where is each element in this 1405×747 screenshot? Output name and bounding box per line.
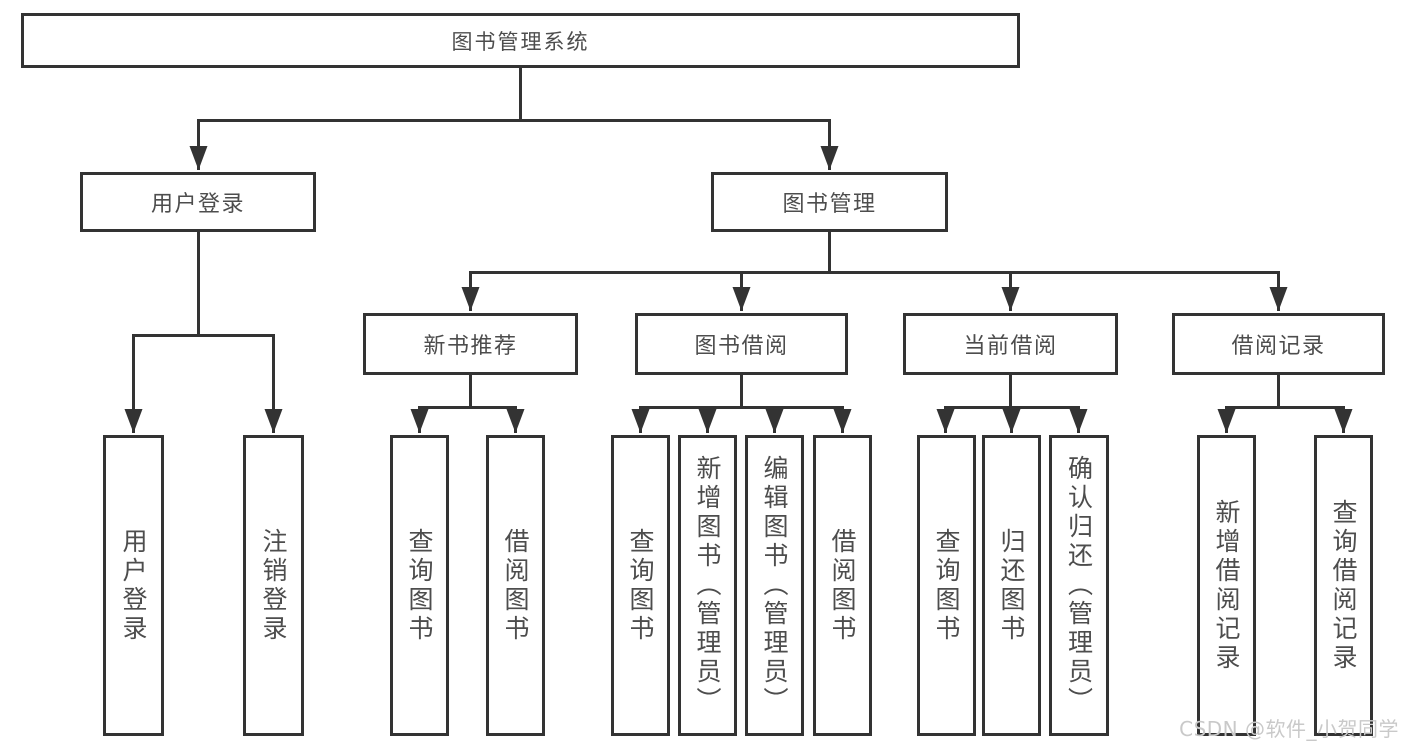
leaf-query-books-borrowing: 查询图书 xyxy=(611,435,670,736)
node-borrowing-records: 借阅记录 xyxy=(1172,313,1385,375)
node-new-book-recommend: 新书推荐 xyxy=(363,313,578,375)
leaf-edit-books-admin-label: 编辑图书（管理员） xyxy=(760,455,789,716)
leaf-add-books-admin: 新增图书（管理员） xyxy=(678,435,737,736)
leaf-return-books-label: 归还图书 xyxy=(997,527,1026,644)
leaf-borrow-books-borrowing: 借阅图书 xyxy=(813,435,872,736)
leaf-edit-books-admin: 编辑图书（管理员） xyxy=(745,435,804,736)
leaf-add-borrow-record-label: 新增借阅记录 xyxy=(1212,498,1241,673)
leaf-query-borrow-record-label: 查询借阅记录 xyxy=(1329,498,1358,673)
leaf-query-books-current: 查询图书 xyxy=(917,435,976,736)
node-root: 图书管理系统 xyxy=(21,13,1020,68)
leaf-query-books-borrowing-label: 查询图书 xyxy=(626,527,655,644)
leaf-query-borrow-record: 查询借阅记录 xyxy=(1314,435,1373,736)
leaf-add-borrow-record: 新增借阅记录 xyxy=(1197,435,1256,736)
csdn-watermark: CSDN @软件_小贺同学 xyxy=(1179,717,1399,741)
leaf-add-books-admin-label: 新增图书（管理员） xyxy=(693,455,722,716)
node-book-borrowing: 图书借阅 xyxy=(635,313,848,375)
leaf-user-login: 用户登录 xyxy=(103,435,164,736)
node-book-management: 图书管理 xyxy=(711,172,948,232)
edges xyxy=(124,66,1353,433)
leaf-borrow-books-borrowing-label: 借阅图书 xyxy=(828,527,857,644)
leaf-query-books-recommend: 查询图书 xyxy=(390,435,449,736)
leaf-borrow-books-recommend: 借阅图书 xyxy=(486,435,545,736)
leaf-logout: 注销登录 xyxy=(243,435,304,736)
leaf-user-login-label: 用户登录 xyxy=(119,527,148,644)
node-user-login: 用户登录 xyxy=(80,172,316,232)
node-current-borrowing: 当前借阅 xyxy=(903,313,1118,375)
leaf-query-books-current-label: 查询图书 xyxy=(932,527,961,644)
leaf-return-books: 归还图书 xyxy=(982,435,1041,736)
leaf-confirm-return-admin-label: 确认归还（管理员） xyxy=(1064,455,1094,716)
leaf-query-books-recommend-label: 查询图书 xyxy=(405,527,434,644)
leaf-borrow-books-recommend-label: 借阅图书 xyxy=(501,527,530,644)
leaf-logout-label: 注销登录 xyxy=(259,527,288,644)
leaf-confirm-return-admin: 确认归还（管理员） xyxy=(1049,435,1109,736)
